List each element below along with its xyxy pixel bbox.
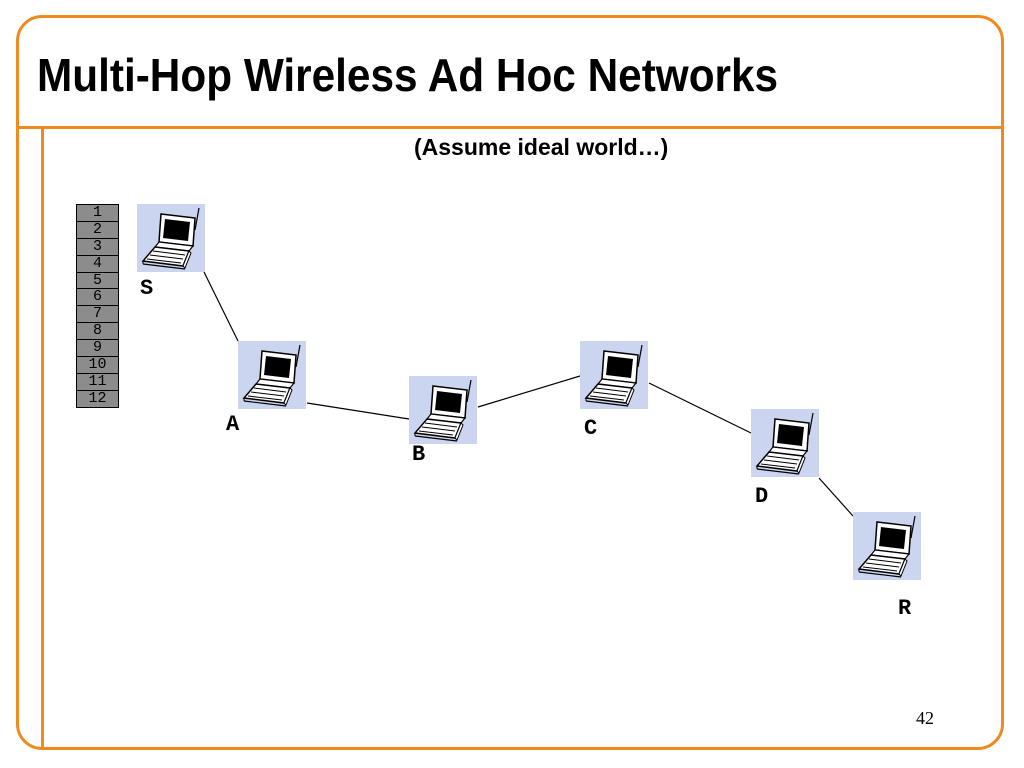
node-label-b: B [412,442,426,467]
link-S-A [203,271,239,342]
title-divider [16,126,1004,129]
node-r [853,512,921,580]
link-C-D [648,382,752,434]
link-D-R [818,477,854,517]
node-s [137,204,205,272]
laptop-icon [751,409,819,477]
buffer-slot: 3 [76,238,119,256]
node-c [580,341,648,409]
link-A-B [306,402,410,420]
buffer-slot: 5 [76,272,119,290]
page-number: 42 [916,708,934,728]
laptop-icon [580,341,648,409]
slide-title: Multi-Hop Wireless Ad Hoc Networks [37,49,779,101]
buffer-slot: 2 [76,221,119,239]
node-label-r: R [898,596,912,621]
buffer-slot: 9 [76,340,119,358]
buffer-slot: 10 [76,357,119,374]
laptop-icon [853,512,921,580]
slide-subtitle: (Assume ideal world…) [414,134,669,160]
buffer-slot: 8 [76,323,119,341]
buffer-slot: 12 [76,390,119,408]
buffer-slot: 1 [76,204,119,222]
node-label-d: D [755,484,769,509]
buffer-slot: 6 [76,289,119,307]
link-B-C [477,375,581,408]
buffer-slot: 4 [76,255,119,273]
node-b [409,376,477,444]
laptop-icon [238,341,306,409]
buffer-slot: 11 [76,373,119,391]
slide-frame [16,15,1004,750]
node-label-a: A [226,412,240,437]
laptop-icon [137,204,205,272]
node-label-c: C [584,416,598,441]
left-divider [41,128,44,750]
node-label-s: S [140,276,154,301]
laptop-icon [409,376,477,444]
buffer-slot: 7 [76,306,119,324]
node-d [751,409,819,477]
node-a [238,341,306,409]
